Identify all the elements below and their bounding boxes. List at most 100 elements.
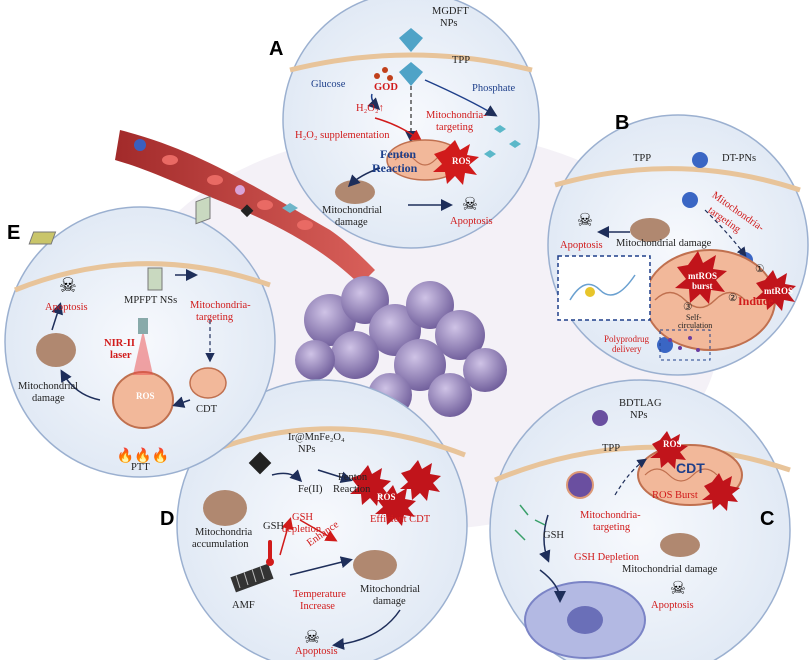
bdtlag-np-cell — [566, 471, 594, 499]
c-damage-label: Mitochondrial damage — [622, 564, 718, 575]
a-nps-label: MGDFT — [432, 6, 469, 17]
b-damage-label: Mitochondrial damage — [616, 238, 712, 249]
c-gsh-label: GSH — [543, 530, 565, 541]
d-fenton-label: Fenton — [338, 472, 368, 483]
mgdft-nanoparticle — [399, 28, 423, 52]
red-blood-cells — [162, 155, 313, 230]
panel-label-a: A — [269, 38, 284, 60]
ros-icon-d3 — [400, 460, 441, 501]
b-num-2: ② — [728, 293, 738, 304]
b-induce-label: Induce — [738, 294, 774, 308]
c-gsh-depletion-label: GSH Depletion — [574, 552, 640, 563]
c-mito-target-label-2: targeting — [593, 522, 631, 533]
e-ptt-label: PTT — [131, 462, 150, 473]
d-temp-label-2: Increase — [300, 601, 335, 612]
skull-icon-c: ☠ — [670, 578, 686, 598]
amf-coil-icon — [230, 563, 274, 593]
b-mtros-burst-label: mtROS — [688, 271, 717, 281]
e-nps-label: MPFPT NSs — [124, 295, 178, 306]
b-num-1: ① — [755, 264, 765, 275]
ros-icon-d2 — [350, 465, 391, 506]
b-tpp-label: TPP — [633, 153, 652, 164]
damaged-mitochondrion-a — [335, 180, 375, 204]
d-gsh-dep-label: GSH — [292, 512, 314, 523]
b-nps-label: DT-PNs — [722, 153, 757, 164]
c-nps-label: BDTLAG — [619, 398, 662, 409]
d-reaction-label: Reaction — [333, 484, 371, 495]
e-apoptosis-label: Apoptosis — [45, 302, 88, 313]
c-mito-target-label: Mitochondria- — [580, 510, 641, 521]
a-glucose-label: Glucose — [311, 79, 346, 90]
b-self-label: Self- — [686, 313, 702, 322]
e-nir-label: NIR-II — [104, 338, 135, 349]
e-damage-label-2: damage — [32, 393, 65, 404]
mpfpt-nanosheet-cell — [147, 267, 163, 291]
a-phosphate-label: Phosphate — [472, 83, 516, 94]
skull-icon-e: ☠ — [59, 275, 77, 297]
a-h2o2-supp-label: H₂O₂ supplementation — [295, 130, 390, 141]
d-damage-label-2: damage — [373, 596, 406, 607]
skull-icon-a: ☠ — [462, 194, 478, 214]
cell-c: ☠ — [489, 379, 791, 665]
panel-label-d: D — [160, 508, 175, 530]
cell-e: ☠ 🔥🔥🔥 — [4, 195, 276, 478]
mtros-icon-b — [755, 270, 796, 311]
c-cdt-label: CDT — [676, 460, 705, 476]
e-laser-label: laser — [110, 350, 132, 361]
b-circulation-label: circulation — [678, 321, 713, 330]
mtros-burst-icon — [675, 251, 727, 304]
panel-label-c: C — [760, 508, 775, 530]
a-fenton-label: Fenton — [380, 147, 416, 161]
d-nps-label: Ir@MnFe₂O₄ — [288, 432, 345, 443]
dt-pn-particle — [692, 152, 708, 168]
d-efficient-label: Efficient CDT — [370, 514, 431, 525]
d-temp-label: Temperature — [293, 589, 346, 600]
gsh-molecules — [514, 504, 546, 541]
e-mito-target-label: Mitochondria- — [190, 300, 251, 311]
cell-a: ☠ — [282, 0, 540, 249]
mgdft-nanoparticle-membrane — [399, 62, 423, 86]
mpfpt-nanosheet — [28, 231, 57, 245]
a-h2o2-label: H₂O₂↑ — [356, 103, 384, 114]
b-mtros-label: mtROS — [764, 286, 793, 296]
a-reaction-label: Reaction — [372, 161, 418, 175]
b-apoptosis-label: Apoptosis — [560, 240, 603, 251]
skull-icon-d: ☠ — [304, 627, 320, 647]
d-ros-label: ROS — [377, 492, 396, 502]
laser-device-icon — [138, 318, 148, 334]
panel-label-e: E — [7, 222, 21, 244]
e-damage-label: Mitochondrial — [18, 381, 79, 392]
c-apoptosis-label: Apoptosis — [651, 600, 694, 611]
cell-d: ☠ — [176, 379, 468, 665]
damaged-mitochondrion-b — [630, 218, 670, 242]
cell-b: ☠ — [547, 114, 809, 376]
a-apoptosis-label: Apoptosis — [450, 216, 493, 227]
nir-laser-beam — [133, 330, 153, 375]
c-ros-label: ROS — [663, 439, 682, 449]
nanoparticles-in-vessel — [134, 139, 298, 218]
d-apoptosis-label: Apoptosis — [295, 646, 338, 657]
d-fe-label: Fe(II) — [298, 484, 323, 495]
a-ros-label: ROS — [452, 156, 471, 166]
a-mito-target-label-2: targeting — [436, 122, 474, 133]
skull-icon-b: ☠ — [577, 210, 593, 230]
a-tpp-label: TPP — [452, 55, 471, 66]
d-damage-label: Mitochondrial — [360, 584, 421, 595]
d-gsh-dep-label-2: depletion — [282, 524, 322, 535]
d-nps-label-2: NPs — [298, 444, 316, 455]
a-damage-label: Mitochondrial — [322, 205, 383, 216]
d-amf-label: AMF — [232, 600, 255, 611]
a-mito-target-label: Mitochondria- — [426, 110, 487, 121]
c-nps-label-2: NPs — [630, 410, 648, 421]
a-god-label: GOD — [374, 82, 398, 93]
c-tpp-label: TPP — [602, 443, 621, 454]
b-delivery-label: delivery — [612, 344, 642, 354]
panel-label-b: B — [615, 112, 630, 134]
b-num-3: ③ — [683, 302, 693, 313]
damaged-mitochondrion-d — [353, 550, 397, 580]
b-prodrug-label: Polyprodrug — [604, 334, 649, 344]
e-ros-label: ROS — [136, 391, 155, 401]
d-mito-acc-label: Mitochondria — [195, 527, 253, 538]
accumulated-mitochondrion-d — [203, 490, 247, 526]
